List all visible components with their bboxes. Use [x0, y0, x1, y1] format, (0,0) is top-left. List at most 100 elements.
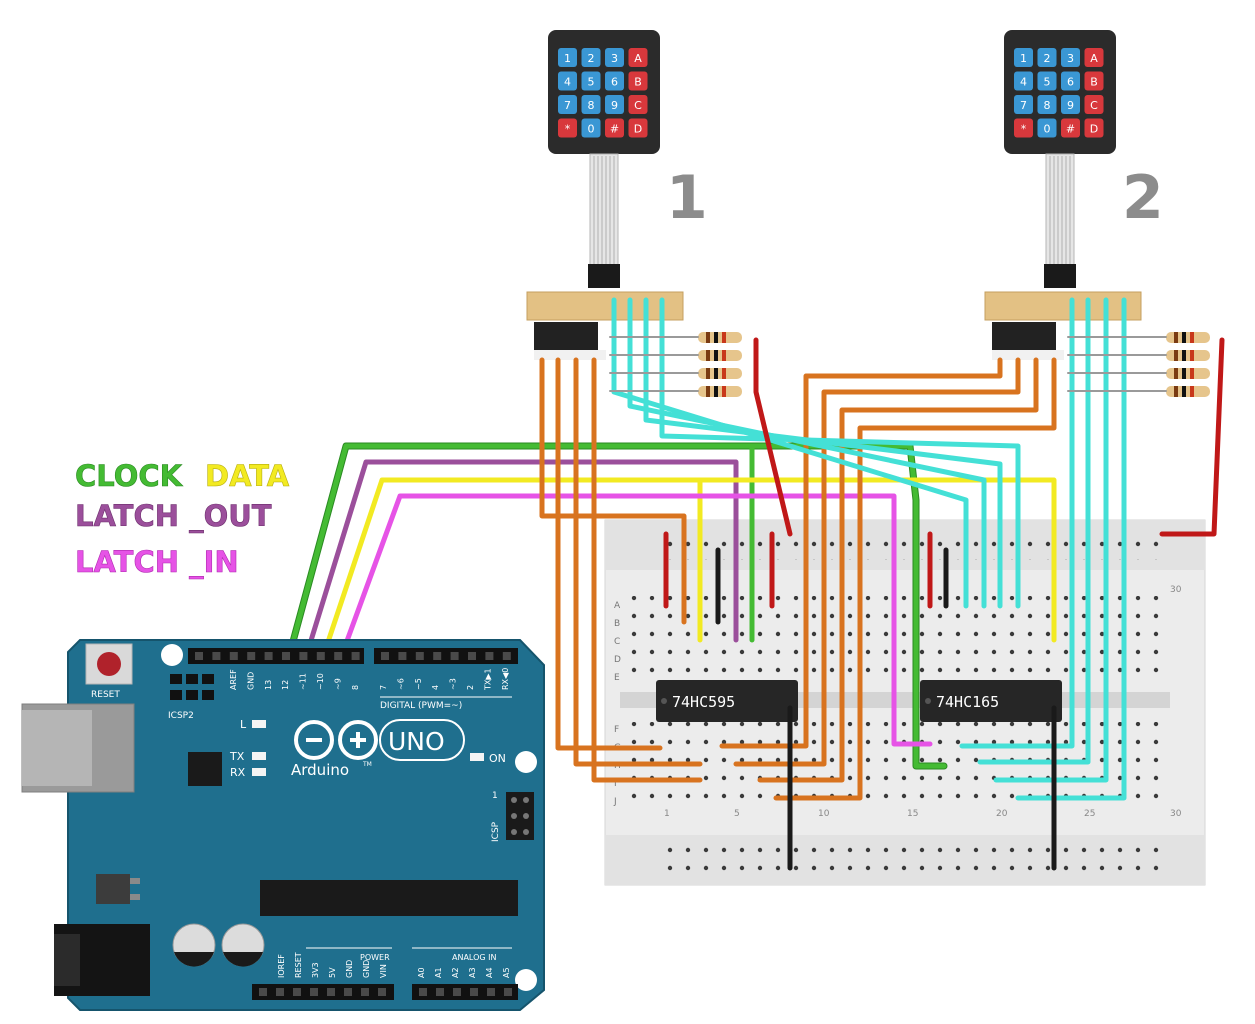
keypad-key[interactable] [1014, 48, 1033, 67]
pin-label: ~3 [449, 678, 458, 690]
pin-label: A3 [468, 967, 477, 978]
led-rx-label: RX [230, 766, 246, 779]
keypad-key[interactable] [1061, 118, 1080, 138]
keypad-key-label: 5 [588, 76, 595, 89]
keypad-key[interactable] [558, 48, 577, 67]
pin-label: ~11 [299, 673, 308, 690]
keypad-key[interactable] [628, 118, 648, 138]
keypad-key-label: 9 [1067, 99, 1074, 112]
column-label: 30 [1170, 809, 1182, 819]
keypad-key[interactable] [605, 71, 624, 91]
keypad-key[interactable] [558, 118, 577, 138]
microcontroller [260, 880, 518, 916]
pin-label: 8 [351, 685, 360, 690]
header-pin [419, 988, 427, 996]
header-pin [485, 652, 494, 660]
keypad-key-label: 0 [588, 123, 595, 136]
legend-data: DATA [205, 459, 290, 493]
header-digital-right [374, 648, 518, 664]
row-label: C [614, 637, 620, 647]
header-pin [398, 652, 407, 660]
header-pin [381, 652, 389, 660]
icsp-pin-label: 1 [492, 791, 498, 801]
keypad-key-label: 4 [1020, 76, 1027, 89]
keypad-key[interactable] [1061, 48, 1080, 67]
keypad-key[interactable] [581, 95, 601, 114]
header-pin [229, 652, 238, 660]
keypad-key[interactable] [628, 48, 648, 67]
keypad-key-label: # [610, 123, 619, 136]
arduino-logo [294, 720, 378, 760]
keypad-key[interactable] [581, 71, 601, 91]
keypad-key[interactable] [1037, 48, 1057, 67]
keypad-key[interactable] [1014, 95, 1033, 114]
keypad-key[interactable] [1037, 95, 1057, 114]
keypad-key[interactable] [1014, 118, 1033, 138]
pin-label: 4 [431, 685, 440, 690]
led-rx [252, 768, 266, 776]
header-pin [310, 988, 318, 996]
pin-label: GND [345, 960, 354, 978]
keypad-key[interactable] [581, 118, 601, 138]
pin-label: GND [362, 960, 371, 978]
keypad-key[interactable] [558, 71, 577, 91]
keypad-key[interactable] [605, 95, 624, 114]
ribbon-connector [1044, 264, 1076, 288]
keypad-key[interactable] [628, 95, 648, 114]
header-pin [247, 652, 256, 660]
header-pin [378, 988, 386, 996]
keypad-key-label: C [1090, 99, 1098, 112]
keypad-key[interactable] [1014, 71, 1033, 91]
row-label: D [614, 655, 621, 665]
voltage-regulator [96, 874, 130, 904]
header-pin [264, 652, 273, 660]
wire-data [319, 477, 1057, 663]
diode-array [534, 322, 606, 360]
header-pin [334, 652, 343, 660]
keypad-key[interactable] [1084, 95, 1104, 114]
header-pin [316, 652, 325, 660]
pin-label: RESET [294, 952, 303, 978]
chip-74hc165: 74HC165 [920, 680, 1062, 722]
pin-label: VIN [379, 964, 388, 978]
row-wires-1 [539, 357, 703, 783]
column-label: 15 [907, 809, 918, 819]
row-label: A [614, 601, 621, 611]
keypad-key[interactable] [605, 48, 624, 67]
header-pin [433, 652, 442, 660]
header-pin [468, 652, 476, 660]
keypad-key[interactable] [1037, 71, 1057, 91]
pin-label: 13 [264, 680, 273, 690]
keypad-key[interactable] [1061, 71, 1080, 91]
keypad-key[interactable] [628, 71, 648, 91]
arduino-model: UNO [388, 727, 445, 756]
pin-label: IOREF [277, 954, 286, 978]
wire-latch-out [302, 459, 739, 663]
header-pin [351, 652, 360, 660]
keypad-key[interactable] [558, 95, 577, 114]
header-pin [212, 652, 221, 660]
pin-label: 7 [379, 685, 388, 690]
keypad-key[interactable] [581, 48, 601, 67]
ribbon-connector [588, 264, 620, 288]
icsp2-label: ICSP2 [168, 711, 194, 721]
chip-74hc595: 74HC595 [656, 680, 798, 722]
keypad-key[interactable] [605, 118, 624, 138]
keypad-key[interactable] [1061, 95, 1080, 114]
keypad-number: 2 [1122, 163, 1164, 233]
column-labels: 1 5 10 15 20 25 30 30 [664, 585, 1182, 819]
led-tx-label: TX [229, 750, 245, 763]
legend-latch-out: LATCH _OUT [75, 499, 272, 533]
keypad-key[interactable] [1084, 71, 1104, 91]
header-pin [504, 988, 512, 996]
legend-latch-in: LATCH _IN [75, 545, 239, 579]
keypad-key[interactable] [1084, 48, 1104, 67]
keypad-key[interactable] [1037, 118, 1057, 138]
row-label: I [614, 779, 617, 789]
keypad-key[interactable] [1084, 118, 1104, 138]
